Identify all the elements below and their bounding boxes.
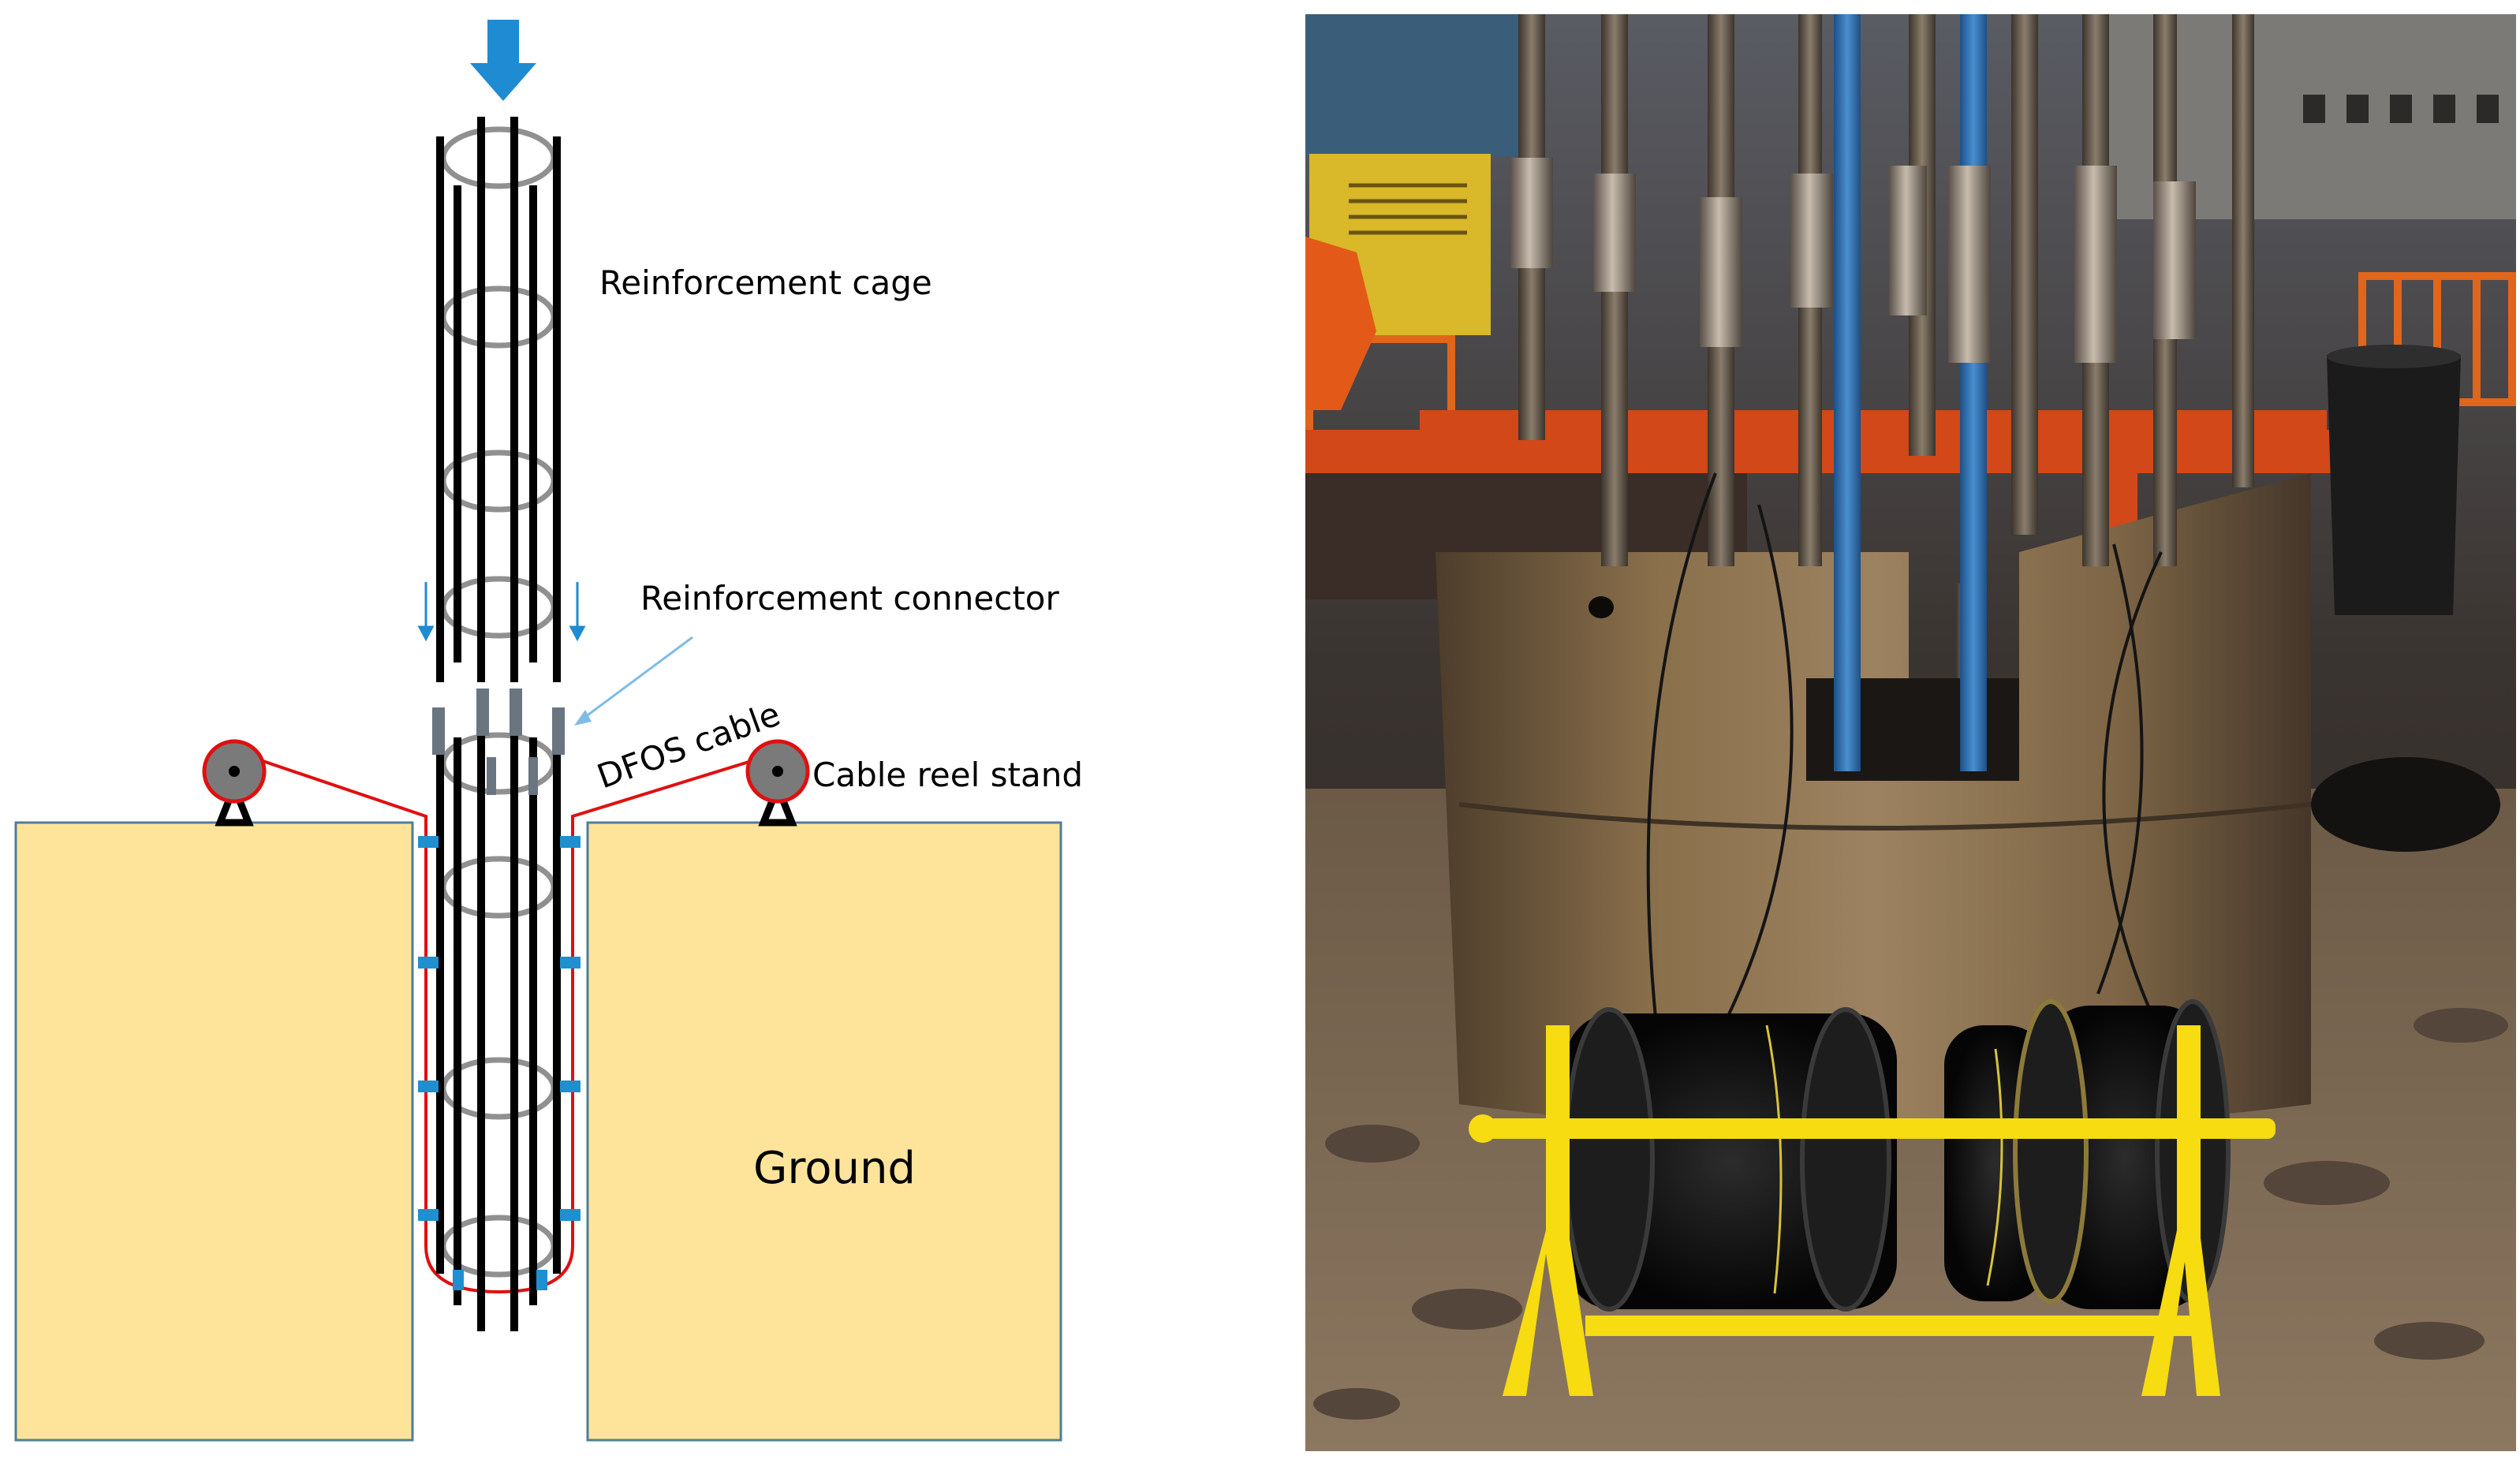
lowering-arrow-icons xyxy=(417,582,586,642)
cable-spools xyxy=(1563,999,2231,1312)
schematic-diagram: Reinforcement cage Reinforcement connect… xyxy=(14,20,1083,1442)
steel-casing xyxy=(1435,473,2311,1132)
hanging-dfos-cables xyxy=(1646,472,2163,1026)
yellow-reel-stand xyxy=(1487,1025,2275,1396)
ground-block-left xyxy=(14,821,414,1442)
cable-clamps xyxy=(418,836,581,1290)
label-ground: Ground xyxy=(753,1143,916,1194)
connector-leader-arrowhead xyxy=(574,710,592,726)
rebar-couplers xyxy=(1510,158,2196,363)
cable-reel-icon xyxy=(202,739,267,827)
blue-bars xyxy=(1834,14,1987,771)
upper-cage-bars xyxy=(436,117,561,682)
cable-reel-icon xyxy=(745,739,810,827)
connector-leader-line xyxy=(581,636,693,721)
dfos-cable xyxy=(234,750,778,1294)
down-arrow-icon xyxy=(470,20,536,101)
label-reinforcement-connector: Reinforcement connector xyxy=(640,579,1059,618)
lower-cage-bars xyxy=(436,692,561,1331)
label-reinforcement-cage: Reinforcement cage xyxy=(599,263,932,302)
reinforcement-connectors xyxy=(432,689,565,795)
site-photograph xyxy=(1305,14,2516,1451)
ground-block-right xyxy=(586,821,1062,1442)
label-cable-reel-stand: Cable reel stand xyxy=(812,756,1083,794)
